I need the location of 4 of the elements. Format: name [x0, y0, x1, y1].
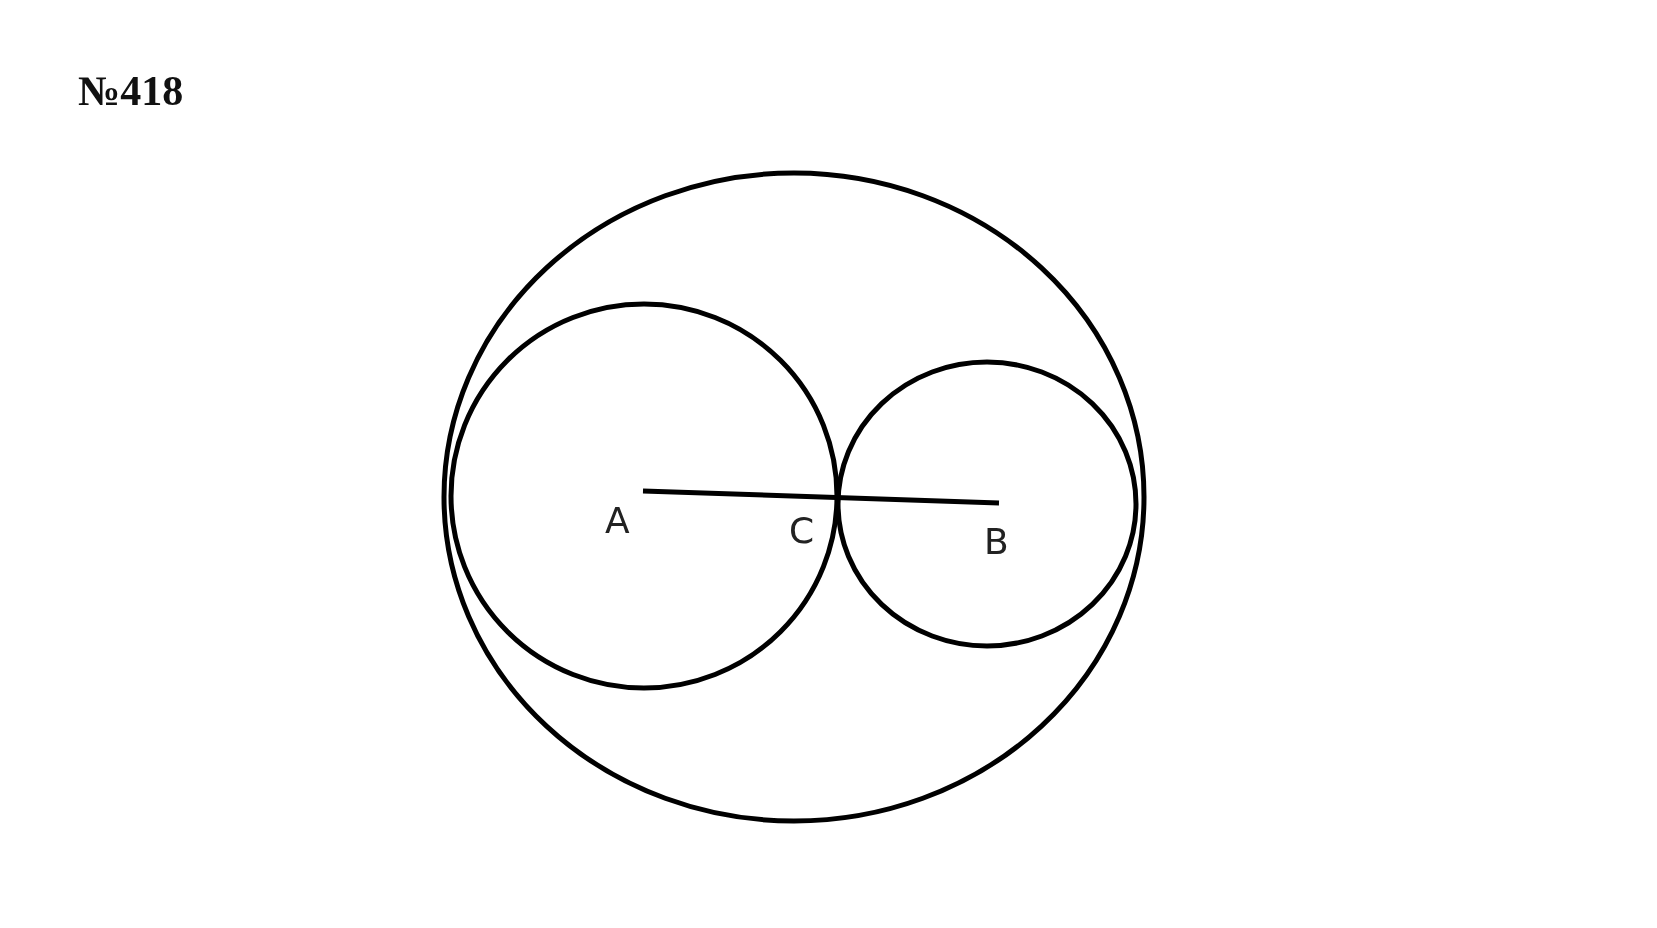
- point-label: C: [789, 513, 815, 549]
- problem-number: №418: [78, 70, 184, 112]
- point-label: B: [984, 524, 1009, 560]
- point-label: A: [605, 503, 630, 539]
